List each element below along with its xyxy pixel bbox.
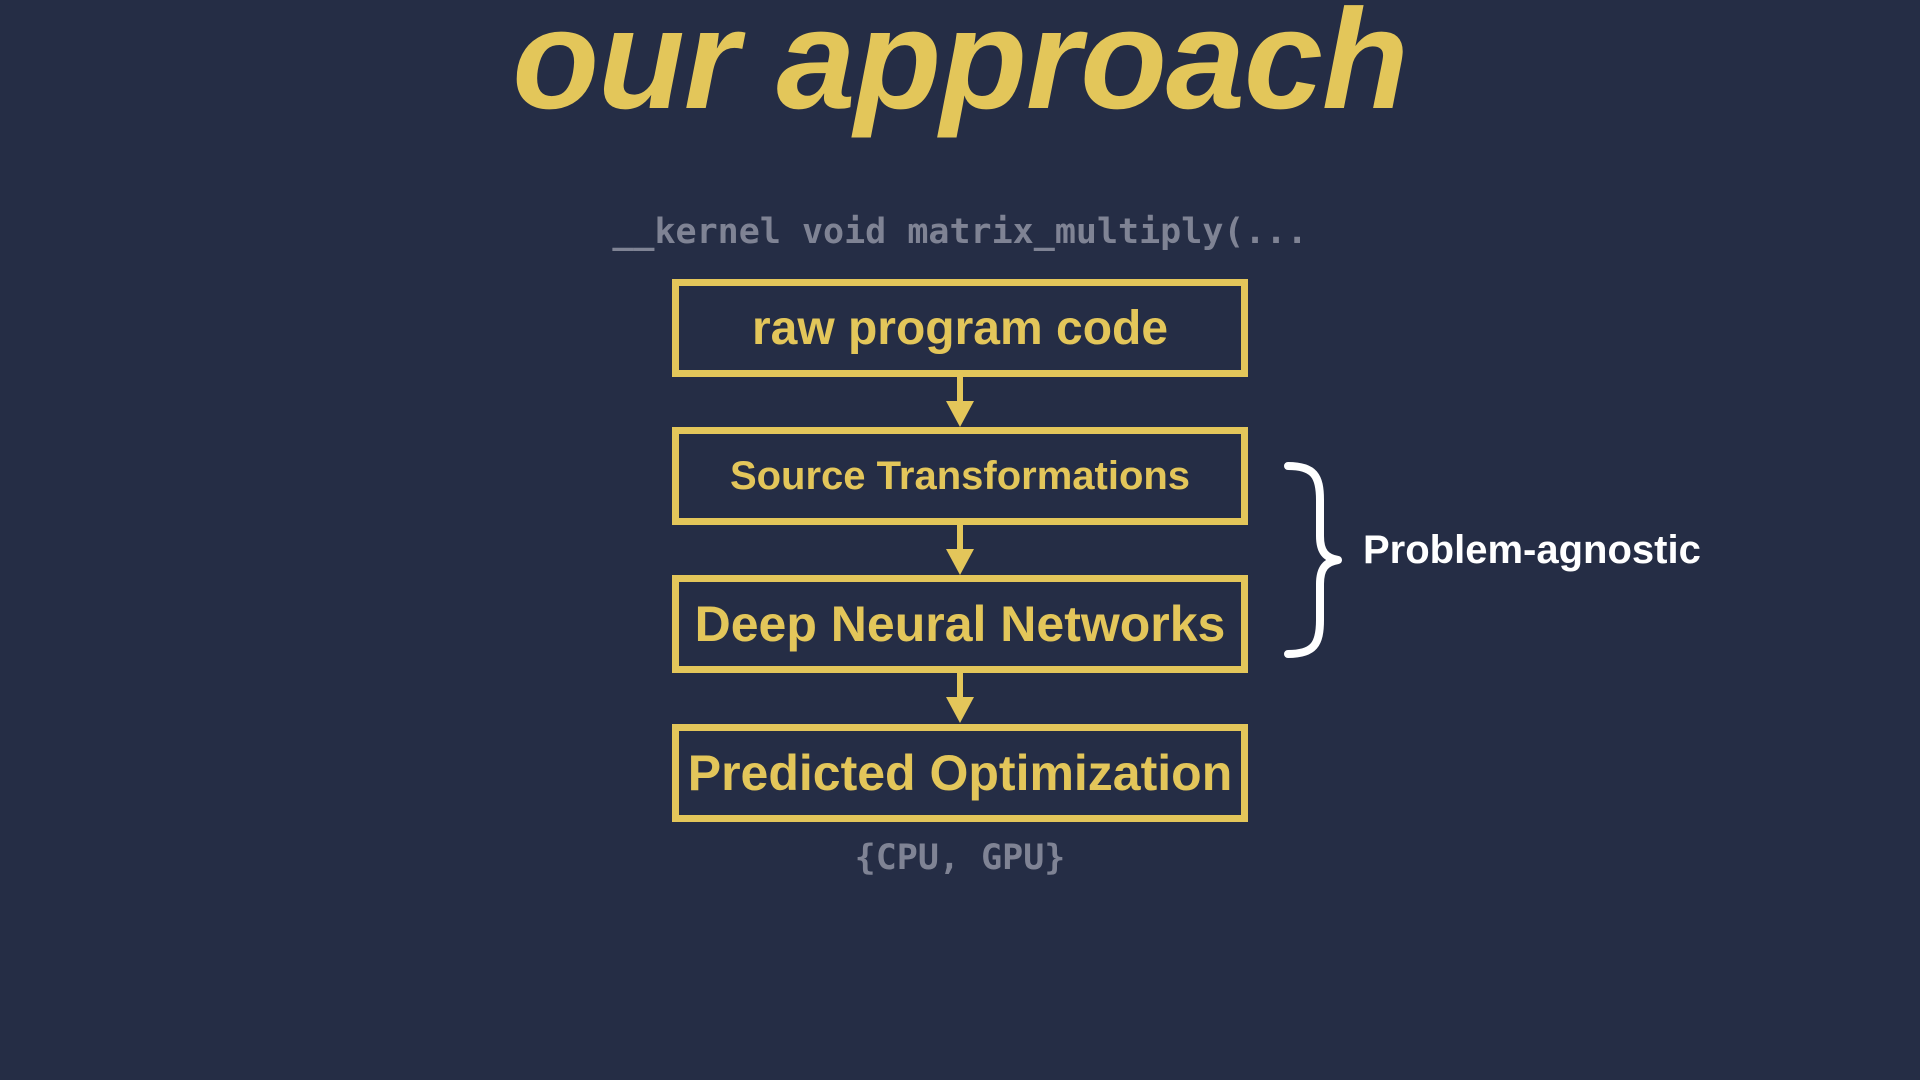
step-deep-neural-networks: Deep Neural Networks	[672, 575, 1248, 673]
step-label: raw program code	[751, 301, 1169, 355]
slide-title: our approach	[512, 0, 1408, 139]
step-label: Deep Neural Networks	[694, 596, 1226, 652]
output-options: {CPU, GPU}	[854, 838, 1066, 878]
step-label: Source Transformations	[729, 453, 1191, 498]
curly-brace-icon	[1284, 462, 1342, 658]
step-predicted-optimization: Predicted Optimization	[672, 724, 1248, 822]
arrow-down-icon	[946, 673, 974, 723]
step-label: Predicted Optimization	[687, 745, 1233, 801]
input-code-snippet: __kernel void matrix_multiply(...	[612, 212, 1308, 252]
problem-agnostic-label: Problem-agnostic	[1363, 528, 1701, 572]
arrow-down-icon	[946, 377, 974, 427]
step-source-transformations: Source Transformations	[672, 427, 1248, 525]
step-raw-program-code: raw program code	[672, 279, 1248, 377]
arrow-down-icon	[946, 525, 974, 575]
